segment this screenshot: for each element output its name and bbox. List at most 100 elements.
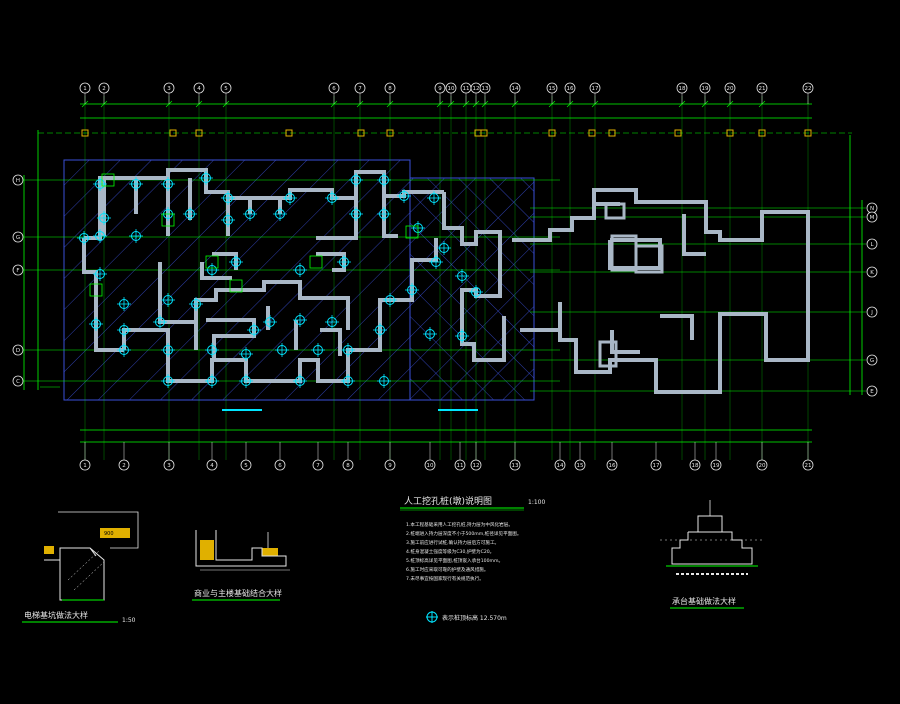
- axis-bubble-top: 12: [470, 82, 482, 94]
- notes-title: 人工挖孔桩(墩)说明图: [404, 495, 492, 507]
- column-marker: [93, 177, 107, 191]
- axis-bubble-top: 20: [724, 82, 736, 94]
- axis-bubble-right: G: [866, 354, 878, 366]
- column-marker: [161, 374, 175, 388]
- axis-bubble-label: 21: [759, 86, 766, 92]
- note-line: 3.施工前应进行试桩,确认持力层后方可施工。: [406, 539, 499, 546]
- column-marker: [205, 263, 219, 277]
- axis-bubble-label: 18: [679, 86, 686, 92]
- column-marker: [293, 313, 307, 327]
- column-marker: [221, 213, 235, 227]
- column-marker: [377, 374, 391, 388]
- axis-bubble-top: 22: [802, 82, 814, 94]
- column-marker: [263, 315, 277, 329]
- axis-bubble-top: 5: [220, 82, 232, 94]
- axis-bubble-bottom: 13: [509, 459, 521, 471]
- column-marker: [337, 255, 351, 269]
- column-marker: [427, 191, 441, 205]
- axis-bubble-label: 11: [463, 86, 470, 92]
- column-marker: [189, 297, 203, 311]
- axis-bubble-label: 14: [512, 86, 519, 92]
- column-marker: [423, 327, 437, 341]
- axis-bubble-label: 9: [388, 463, 392, 469]
- column-marker: [205, 343, 219, 357]
- column-marker: [455, 269, 469, 283]
- axis-bubble-top: 18: [676, 82, 688, 94]
- column-marker: [129, 177, 143, 191]
- note-line: 5.桩顶标高详见平面图,桩顶嵌入承台100mm。: [406, 557, 503, 564]
- column-marker: [293, 263, 307, 277]
- detail1-label: 电梯基坑做法大样: [24, 610, 88, 620]
- axis-bubble-label: 3: [167, 86, 171, 92]
- axis-bubble-left: D: [12, 344, 24, 356]
- column-marker: [183, 207, 197, 221]
- column-marker: [77, 231, 91, 245]
- axis-bubble-label: 10: [427, 463, 434, 469]
- axis-bubble-label: 11: [457, 463, 464, 469]
- column-marker: [239, 347, 253, 361]
- axis-bubble-right: J: [866, 306, 878, 318]
- column-marker: [311, 343, 325, 357]
- axis-bubble-label: G: [870, 358, 874, 364]
- column-marker: [161, 293, 175, 307]
- axis-bubble-label: N: [870, 206, 874, 212]
- axis-bubble-label: 15: [577, 463, 584, 469]
- axis-bubble-bottom: 19: [710, 459, 722, 471]
- axis-bubble-label: 7: [358, 86, 362, 92]
- column-marker: [377, 173, 391, 187]
- column-marker: [373, 323, 387, 337]
- column-marker: [221, 191, 235, 205]
- column-marker: [455, 329, 469, 343]
- axis-bubble-bottom: 12: [470, 459, 482, 471]
- axis-bubble-top: 9: [434, 82, 446, 94]
- axis-bubble-label: M: [870, 215, 875, 221]
- legend-text: 表示桩顶标高 12.570m: [442, 614, 507, 622]
- axis-bubble-right: L: [866, 238, 878, 250]
- axis-bubble-label: 2: [122, 463, 126, 469]
- axis-bubble-right: K: [866, 266, 878, 278]
- axis-bubble-label: 13: [482, 86, 489, 92]
- axis-bubble-bottom: 15: [574, 459, 586, 471]
- column-marker: [205, 374, 219, 388]
- detail1-dim-label: 900: [104, 531, 114, 537]
- column-marker: [117, 323, 131, 337]
- axis-bubble-bottom: 4: [206, 459, 218, 471]
- axis-bubble-label: 12: [473, 463, 480, 469]
- axis-bubble-label: 5: [244, 463, 248, 469]
- axis-bubble-top: 19: [699, 82, 711, 94]
- detail1-scale: 1:50: [122, 617, 136, 624]
- column-marker: [377, 207, 391, 221]
- axis-bubble-top: 11: [460, 82, 472, 94]
- axis-bubble-label: J: [870, 310, 873, 316]
- note-line: 7.未尽事宜按国家现行有关规范执行。: [406, 575, 484, 582]
- axis-bubble-top: 1: [79, 82, 91, 94]
- axis-bubble-left: G: [12, 231, 24, 243]
- column-marker: [341, 343, 355, 357]
- axis-bubble-label: 5: [224, 86, 228, 92]
- notes-block: 人工挖孔桩(墩)说明图 1:100 1.本工程基础采用人工挖孔桩,持力层为中风化…: [400, 495, 545, 623]
- axis-bubble-label: 6: [332, 86, 336, 92]
- axis-bubble-bottom: 5: [240, 459, 252, 471]
- axis-bubble-bottom: 1: [79, 459, 91, 471]
- axis-bubble-left: F: [12, 264, 24, 276]
- detail3-label: 承台基础做法大样: [672, 596, 736, 606]
- note-line: 6.施工时应采取可靠的护壁及通风措施。: [406, 566, 488, 573]
- note-line: 2.桩端进入持力层深度不小于500mm,桩径详见平面图。: [406, 530, 521, 537]
- axis-bubble-top: 13: [479, 82, 491, 94]
- axis-bubble-bottom: 8: [342, 459, 354, 471]
- axis-bubble-label: 17: [653, 463, 660, 469]
- column-marker: [469, 285, 483, 299]
- column-marker: [293, 374, 307, 388]
- axis-bubble-right: M: [866, 211, 878, 223]
- axis-bubble-label: 19: [702, 86, 709, 92]
- axis-bubble-bottom: 16: [606, 459, 618, 471]
- axis-bubble-label: 8: [388, 86, 392, 92]
- axis-bubble-bottom: 3: [163, 459, 175, 471]
- notes-title-scale: 1:100: [528, 499, 545, 506]
- axis-bubble-top: 10: [445, 82, 457, 94]
- detail-pile-cap: 承台基础做法大样: [660, 500, 764, 609]
- axis-bubble-label: G: [16, 235, 20, 241]
- axis-bubble-label: L: [870, 242, 874, 248]
